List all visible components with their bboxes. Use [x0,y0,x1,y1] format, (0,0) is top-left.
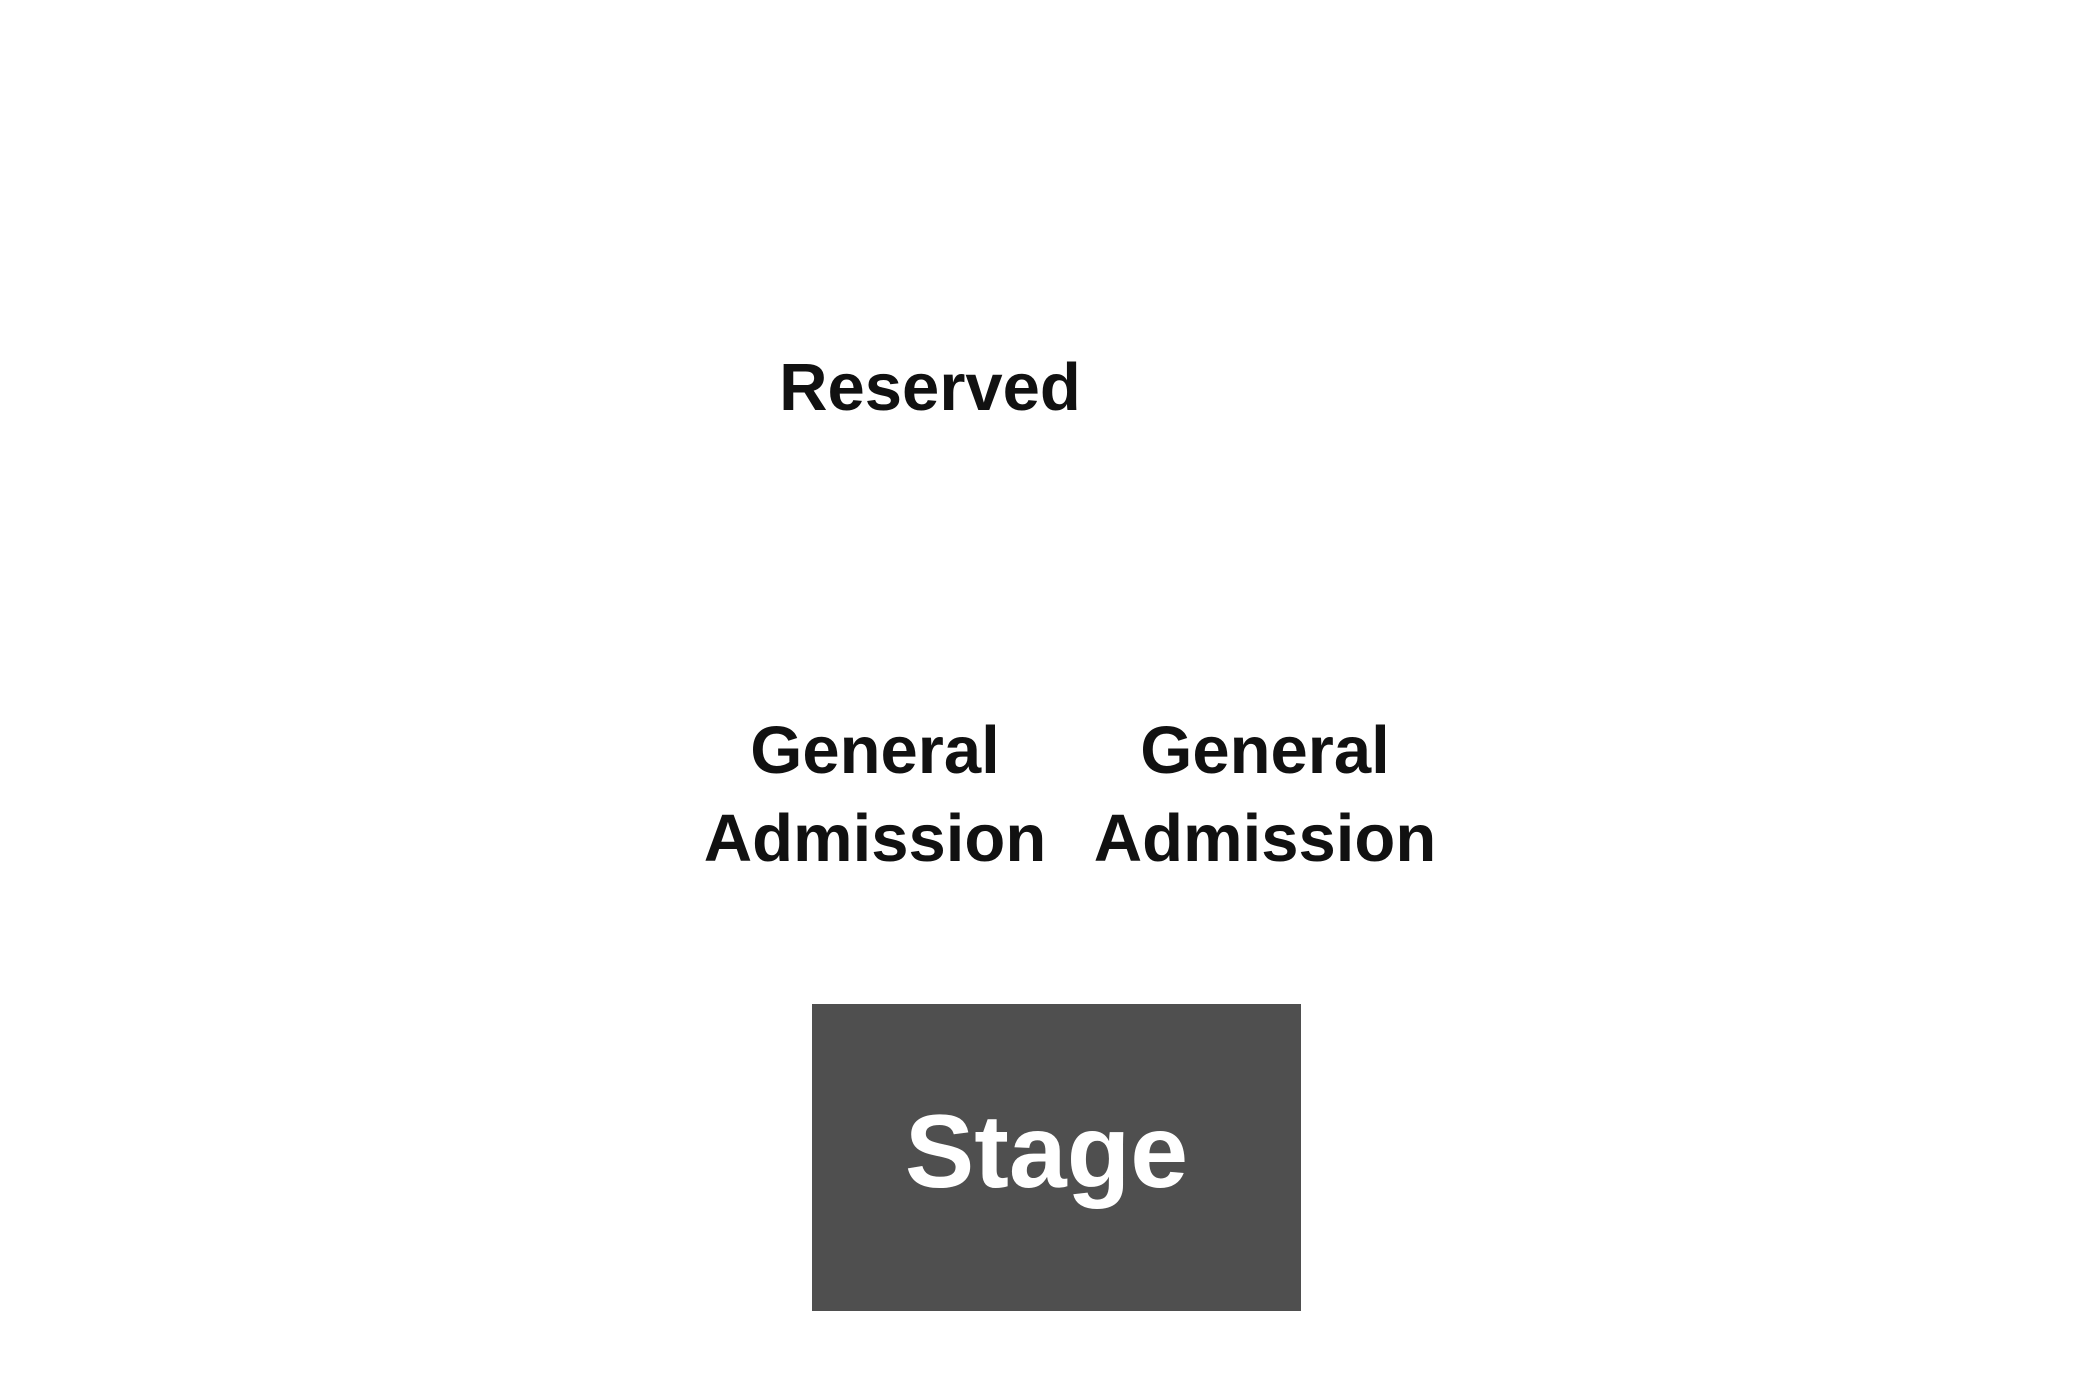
section-ga-left-line1: General [750,713,1000,788]
section-reserved[interactable]: Reserved [760,344,1100,432]
stage-label: Stage [904,1094,1189,1210]
section-ga-left-line2: Admission [703,801,1047,876]
section-ga-right-line2: Admission [1093,801,1437,876]
section-general-admission-right[interactable]: General Admission [1090,707,1440,883]
section-general-admission-left[interactable]: General Admission [700,707,1050,883]
stage: Stage [812,1004,1301,1311]
section-reserved-label: Reserved [779,350,1081,425]
section-ga-right-line1: General [1140,713,1390,788]
